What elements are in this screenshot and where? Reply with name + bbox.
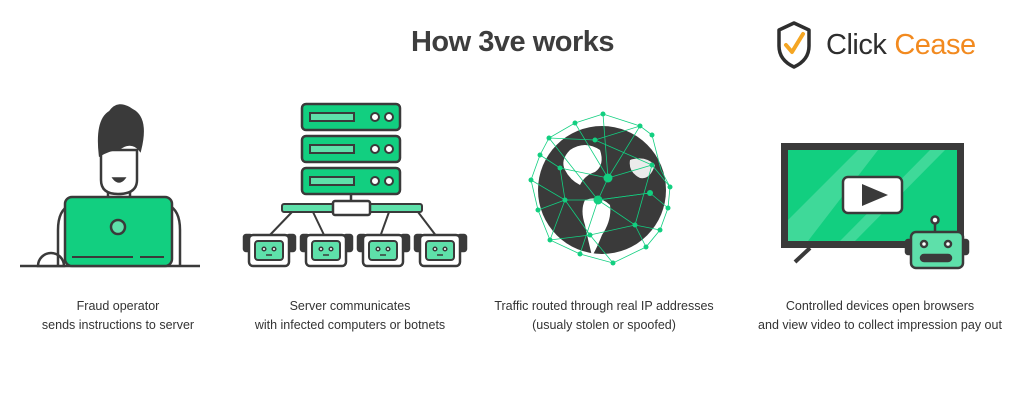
shield-check-icon — [777, 21, 811, 69]
caption-line: sends instructions to server — [41, 318, 195, 332]
caption-line: Controlled devices open browsers — [785, 299, 975, 313]
caption-line: Traffic routed through real IP addresses — [494, 299, 714, 313]
robot-icon — [904, 215, 970, 270]
bot-3 — [356, 233, 411, 268]
logo-cease-text: Cease — [894, 28, 976, 61]
globe-network-icon — [528, 111, 673, 266]
page-title: How 3ve works — [410, 26, 615, 58]
tv-video-robot-icon — [781, 143, 970, 270]
caption-line: Server communicates — [289, 299, 411, 313]
caption-line: (usualy stolen or spoofed) — [532, 318, 676, 332]
caption-line: and view video to collect impression pay… — [758, 318, 1002, 332]
bot-1 — [242, 233, 297, 268]
step-4-caption: Controlled devices open browsers and vie… — [725, 297, 1024, 335]
logo-click-text: Click — [826, 28, 887, 61]
step-3-caption: Traffic routed through real IP addresses… — [474, 297, 734, 335]
bot-2 — [299, 233, 354, 268]
caption-line: Fraud operator — [76, 299, 160, 313]
clickcease-logo: Click Cease — [774, 20, 976, 70]
bot-4 — [413, 233, 468, 268]
play-icon — [862, 184, 888, 206]
fraud-operator-icon — [20, 104, 200, 268]
step-1-caption: Fraud operator sends instructions to ser… — [0, 297, 248, 335]
step-2-caption: Server communicates with infected comput… — [220, 297, 480, 335]
server-botnet-icon — [242, 102, 468, 268]
caption-line: with infected computers or botnets — [254, 318, 446, 332]
server-rack — [300, 102, 402, 196]
